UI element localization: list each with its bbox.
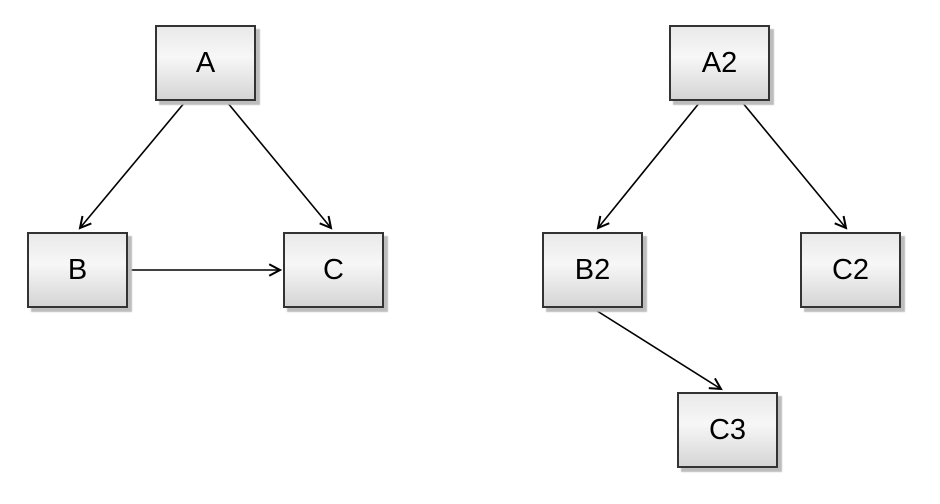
node-B-label: B (67, 253, 88, 286)
node-B2-label: B2 (574, 253, 611, 286)
node-A: A (155, 25, 256, 101)
edge-B2-C3 (593, 308, 723, 391)
node-A-label: A (195, 46, 216, 79)
node-C2-label: C2 (831, 253, 870, 286)
node-B: B (27, 232, 128, 308)
node-C3: C3 (677, 392, 778, 468)
edge-A2-C2 (741, 101, 848, 230)
node-A2: A2 (669, 25, 770, 101)
node-A2-label: A2 (701, 46, 738, 79)
edge-A-C (226, 101, 333, 230)
node-C-label: C (323, 253, 344, 286)
edge-A-B (78, 101, 186, 230)
node-C3-label: C3 (708, 413, 747, 446)
edge-A2-B2 (596, 101, 701, 230)
node-C: C (283, 232, 384, 308)
node-B2: B2 (542, 232, 643, 308)
node-C2: C2 (800, 232, 901, 308)
